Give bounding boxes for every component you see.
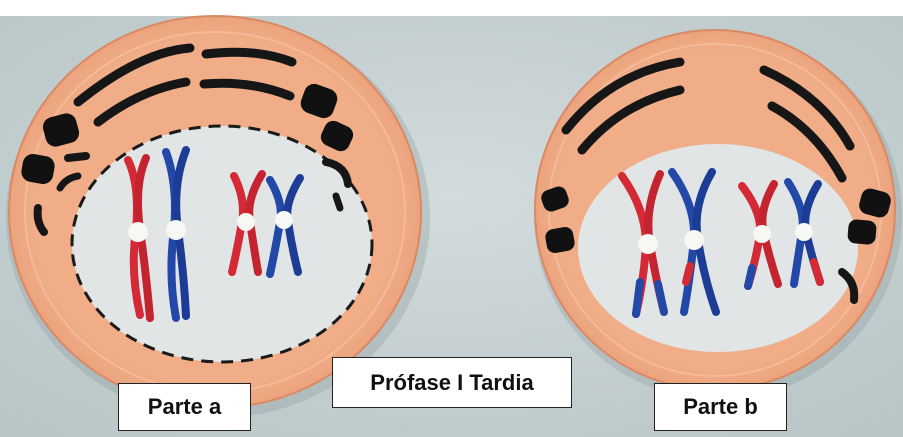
cell-a-centromere <box>237 213 255 231</box>
figure-title: Prófase I Tardia <box>332 357 572 408</box>
panel-b-label: Parte b <box>654 383 787 431</box>
cell-b-centromere <box>753 225 771 243</box>
cell-a-er-dash <box>336 196 340 208</box>
cell-b-centromere <box>795 223 813 241</box>
cell-b-centromere <box>684 230 704 250</box>
cell-b-centromere <box>638 234 658 254</box>
panel-a-label: Parte a <box>118 383 251 431</box>
cell-a-centromere <box>166 220 186 240</box>
cell-a-centromere <box>128 222 148 242</box>
cell-b <box>534 30 902 400</box>
cell-a-centromere <box>275 211 293 229</box>
top-white-strip <box>0 0 903 16</box>
cell-b-mitochondrion <box>847 219 877 245</box>
cell-a-er-dash <box>68 156 86 158</box>
